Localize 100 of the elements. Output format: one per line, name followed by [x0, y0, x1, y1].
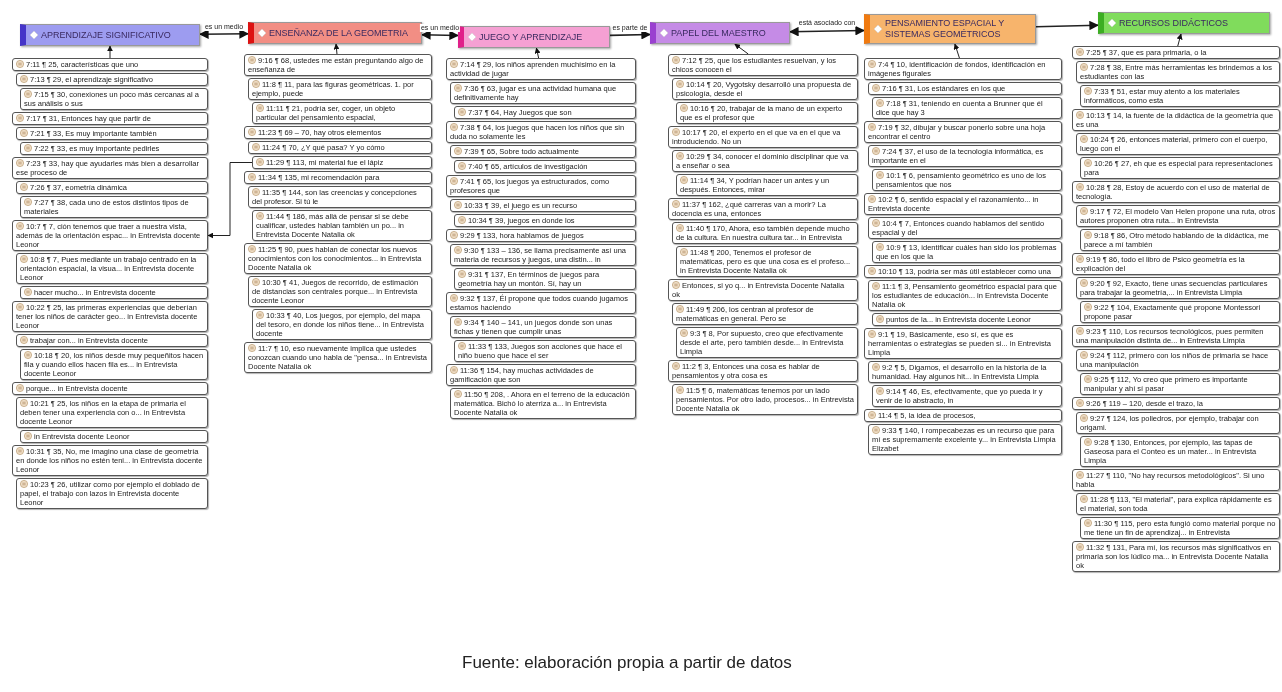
quote-card	[244, 171, 432, 184]
quote-card	[20, 286, 208, 299]
connector-arrow	[609, 29, 651, 40]
quote-card	[1076, 277, 1280, 299]
connector-arrow	[534, 47, 541, 59]
quote-card	[252, 210, 432, 241]
quote-card	[12, 58, 208, 71]
quote-card	[872, 385, 1062, 407]
quote-card	[872, 97, 1062, 119]
code-title: JUEGO Y APRENDIZAJE	[479, 31, 583, 43]
quote-card	[864, 328, 1062, 359]
quote-card	[248, 141, 432, 154]
quote-card	[446, 175, 636, 197]
quote-card	[1080, 85, 1280, 107]
quote-card	[12, 112, 208, 125]
quote-card	[864, 121, 1062, 143]
code-title: APRENDIZAJE SIGNIFICATIVO	[41, 29, 171, 41]
quote-card	[872, 169, 1062, 191]
quote-card	[454, 106, 636, 119]
connector-arrow	[734, 43, 749, 55]
quote-card	[450, 388, 636, 419]
quote-card	[450, 82, 636, 104]
quote-card	[864, 58, 1062, 80]
quote-card	[248, 186, 432, 208]
quote-card	[12, 301, 208, 332]
quote-card	[16, 127, 208, 140]
connector-arrow	[107, 45, 113, 59]
code-title: RECURSOS DIDÁCTICOS	[1119, 17, 1228, 29]
quote-card	[16, 253, 208, 284]
quote-card	[454, 160, 636, 173]
quote-card	[1076, 349, 1280, 371]
quote-card	[252, 102, 432, 124]
quote-card	[1072, 325, 1280, 347]
quote-card	[1080, 229, 1280, 251]
quote-card	[1072, 469, 1280, 491]
quote-card	[20, 196, 208, 218]
quote-card	[450, 199, 636, 212]
quote-card	[672, 78, 858, 100]
quote-card	[672, 222, 858, 244]
quote-card	[244, 243, 432, 274]
quote-card	[676, 174, 858, 196]
quote-card	[1076, 61, 1280, 83]
quote-card	[668, 198, 858, 220]
connector-arrow	[789, 25, 865, 37]
quote-card	[1072, 46, 1280, 59]
quote-card	[12, 382, 208, 395]
quote-card	[450, 145, 636, 158]
quote-card	[16, 73, 208, 86]
quote-card	[244, 54, 432, 76]
quote-card	[16, 397, 208, 428]
quote-card	[864, 265, 1062, 278]
quote-card	[20, 88, 208, 110]
quote-card	[668, 126, 858, 148]
connector-arrow	[207, 162, 253, 239]
quote-card	[864, 409, 1062, 422]
quote-card	[248, 78, 432, 100]
quote-card	[16, 334, 208, 347]
code-box	[20, 24, 200, 46]
code-title: ENSEÑANZA DE LA GEOMETRIA	[269, 27, 409, 39]
code-title: PENSAMIENTO ESPACIAL Y SISTEMAS GEOMÉTRICOS	[885, 18, 1006, 40]
quote-card	[16, 478, 208, 509]
quote-card	[16, 181, 208, 194]
quote-card	[446, 292, 636, 314]
code-box	[248, 22, 422, 44]
quote-card	[244, 126, 432, 139]
code-title: PAPEL DEL MAESTRO	[671, 27, 766, 39]
quote-card	[12, 220, 208, 251]
quote-card	[672, 150, 858, 172]
code-box	[864, 14, 1036, 44]
quote-card	[454, 214, 636, 227]
quote-card	[1080, 157, 1280, 179]
quote-card	[450, 244, 636, 266]
quote-card	[446, 364, 636, 386]
connector-arrow	[199, 29, 249, 39]
quote-card	[1076, 133, 1280, 155]
quote-card	[868, 145, 1062, 167]
connector-arrow	[1035, 20, 1099, 31]
quote-card	[668, 279, 858, 301]
quote-card	[1076, 493, 1280, 515]
quote-card	[446, 229, 636, 242]
quote-card	[1072, 109, 1280, 131]
quote-card	[248, 276, 432, 307]
quote-card	[20, 142, 208, 155]
quote-card	[446, 121, 636, 143]
code-box	[458, 26, 610, 48]
quote-card	[868, 424, 1062, 455]
quote-card	[676, 327, 858, 358]
quote-card	[252, 309, 432, 340]
quote-card	[20, 430, 208, 443]
connector-arrow	[421, 30, 459, 41]
quote-card	[864, 193, 1062, 215]
quote-card	[446, 58, 636, 80]
quote-card	[1072, 397, 1280, 410]
quote-card	[868, 217, 1062, 239]
quote-card	[1076, 412, 1280, 434]
quote-card	[1072, 541, 1280, 572]
quote-card	[868, 82, 1062, 95]
quote-card	[12, 157, 208, 179]
code-box	[1098, 12, 1270, 34]
quote-card	[868, 361, 1062, 383]
